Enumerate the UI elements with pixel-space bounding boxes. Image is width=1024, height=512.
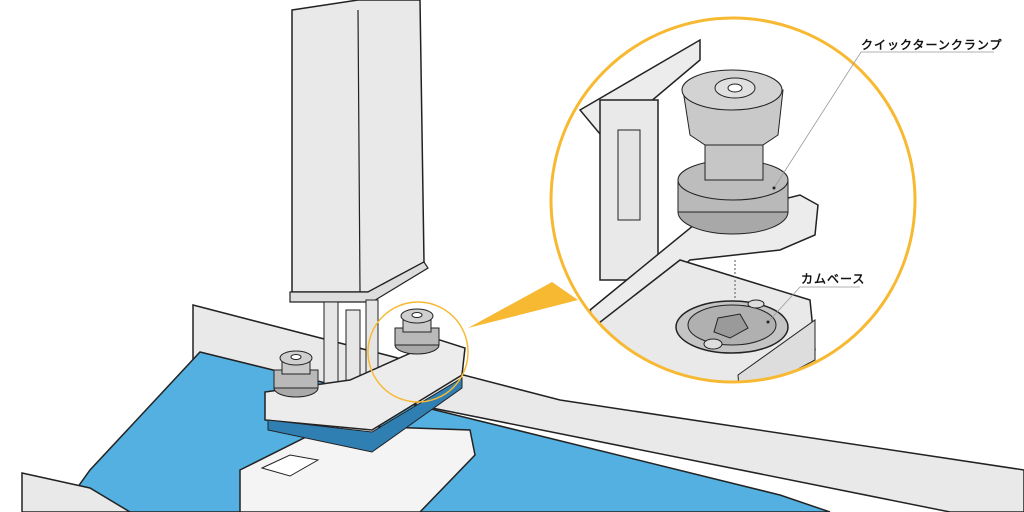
clamp-leader [773,51,994,189]
cam-base-label: カムベース [801,272,866,286]
clamp-label: クイックターンクランプ [861,38,1003,52]
detail-circle [549,16,917,384]
clamp-detail [677,69,789,235]
callout-wedge [468,282,578,328]
detail-view [551,18,915,382]
callout-source-circle [367,301,469,403]
front-wall [21,472,132,512]
cam-base-leader [767,286,860,323]
clamp-left [273,350,319,398]
clamp-right [394,308,440,355]
